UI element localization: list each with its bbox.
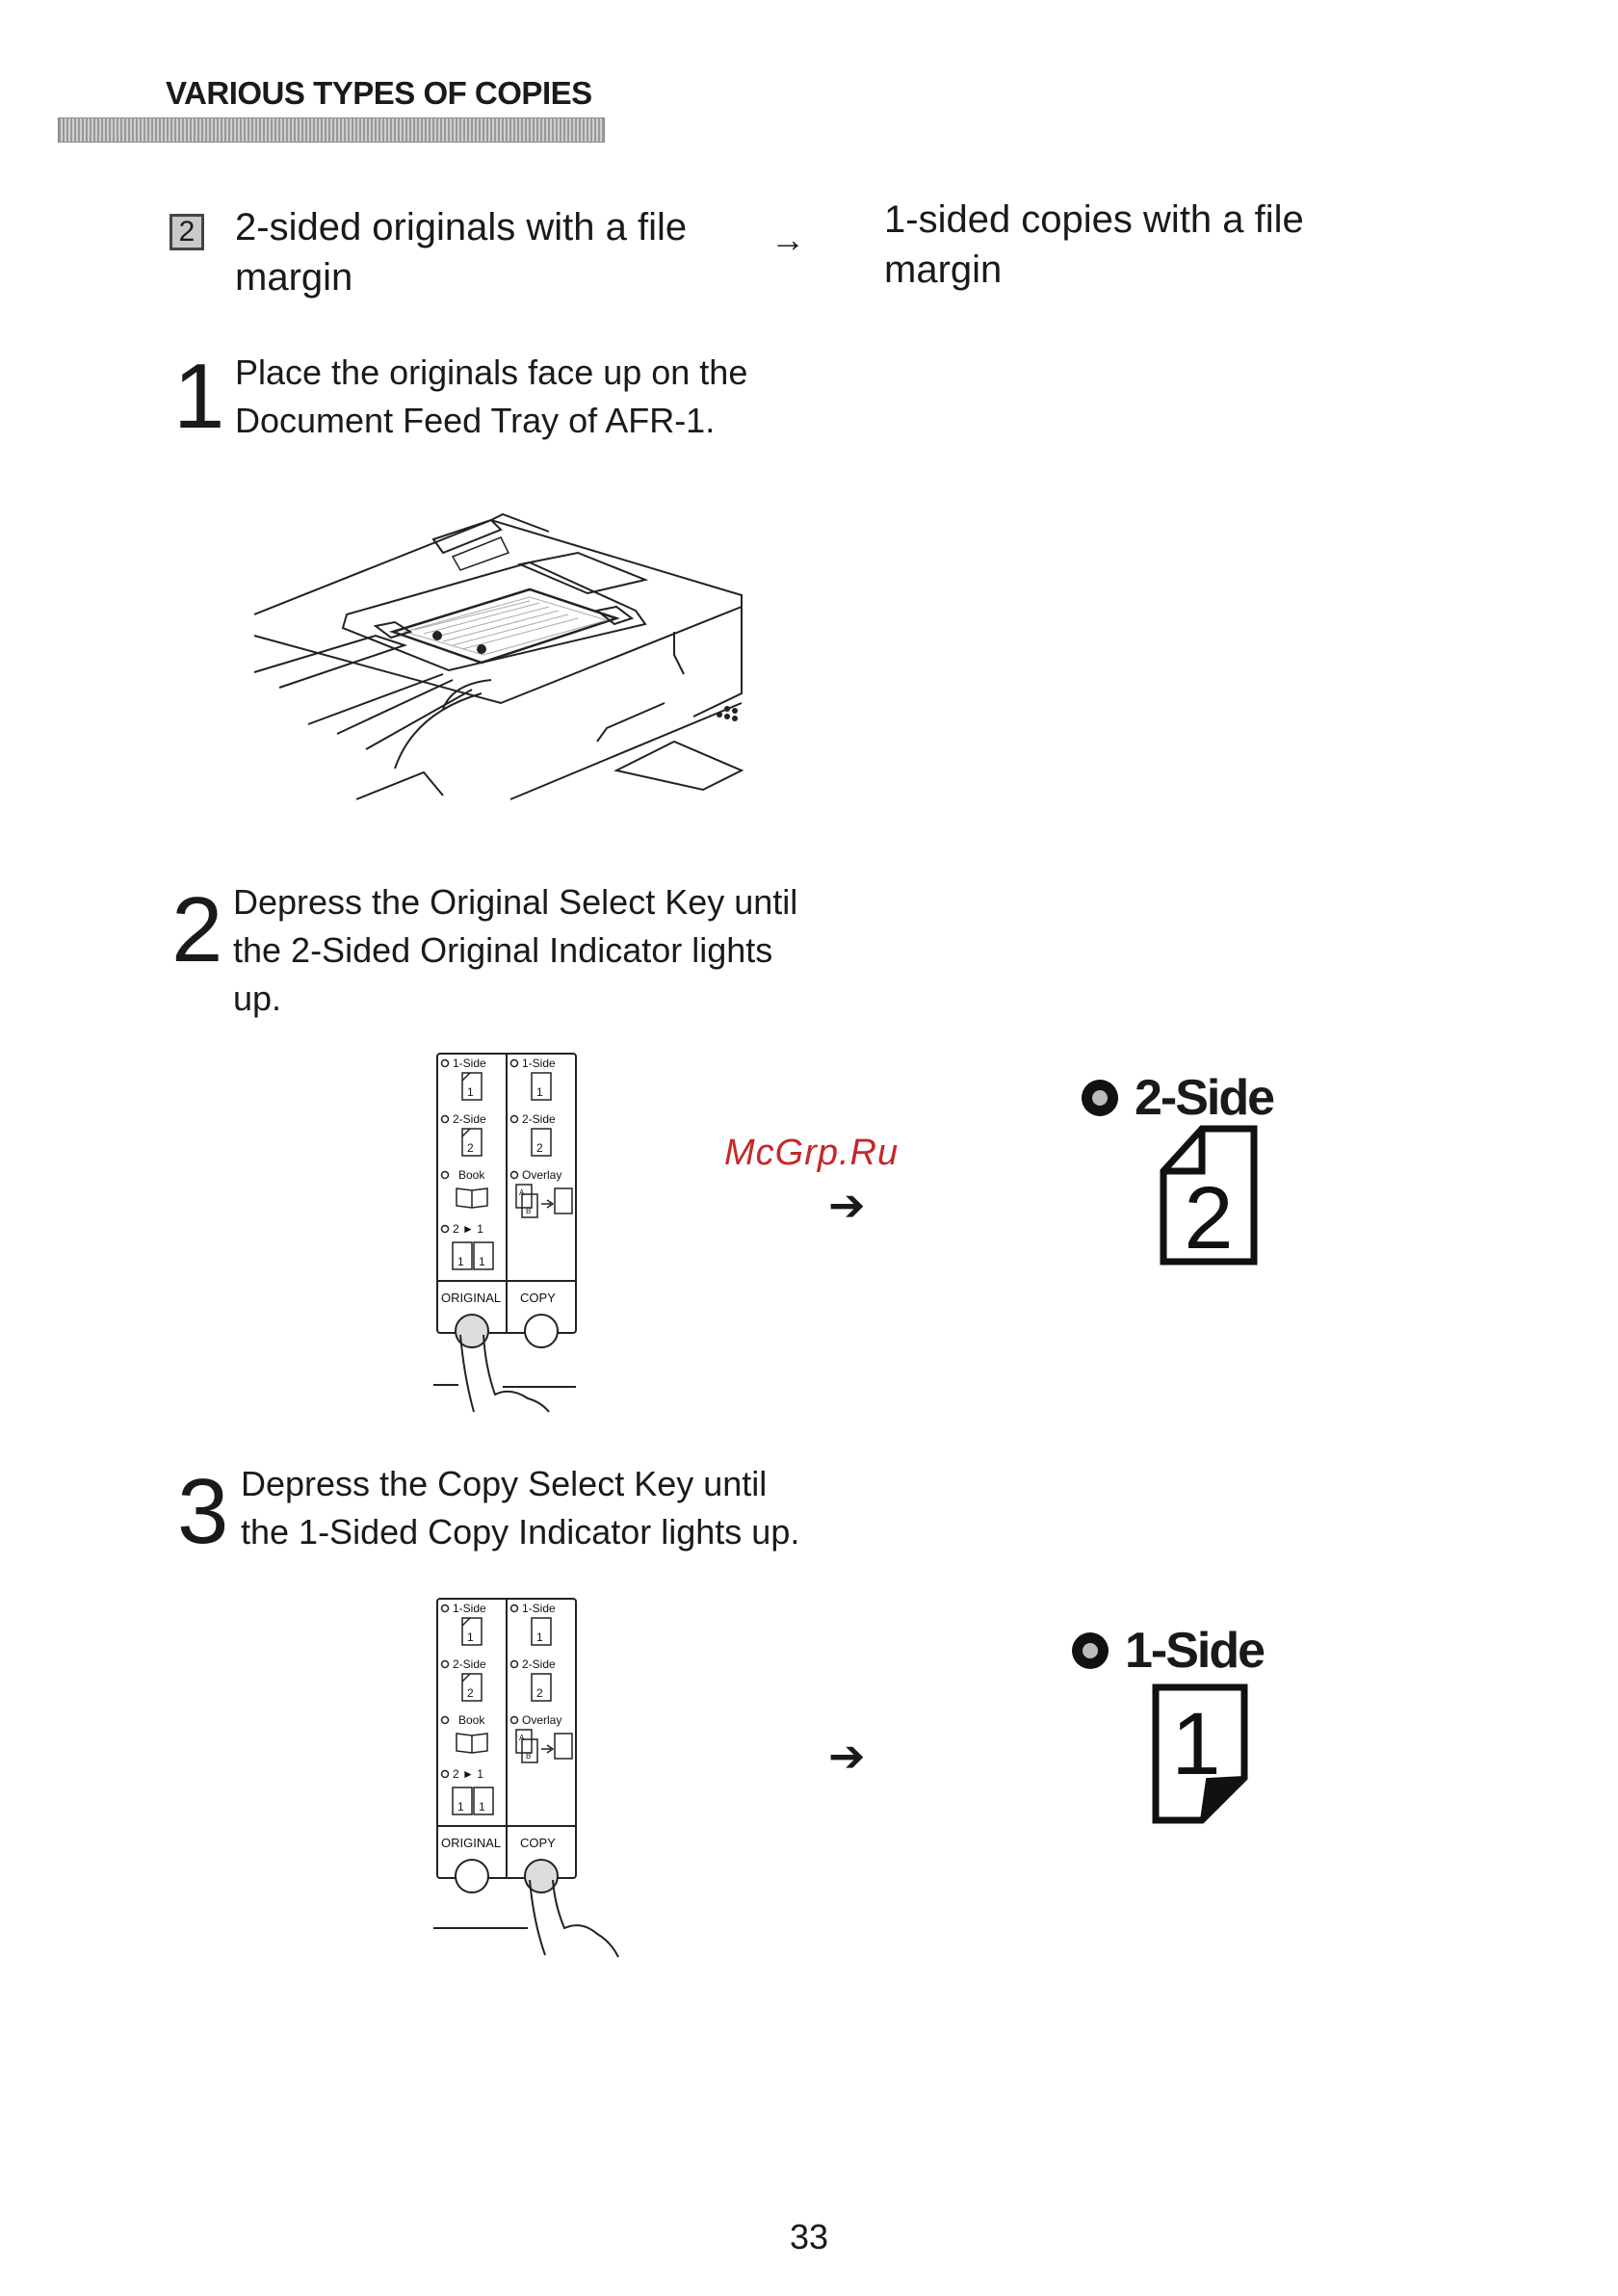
indicator-label: 1-Side	[1125, 1623, 1266, 1679]
step-3-line-2: the 1-Sided Copy Indicator lights up.	[241, 1512, 800, 1552]
indicator-label: 2-Side	[453, 1112, 486, 1126]
svg-text:2: 2	[536, 1141, 543, 1155]
indicator-label: 2-Side	[522, 1657, 556, 1671]
copy-indicators: 1-Side 1 2-Side 2 Overlay AB COPY	[509, 1057, 573, 1305]
one-side-indicator: 1-Side	[1069, 1622, 1266, 1680]
svg-text:1: 1	[536, 1085, 543, 1099]
finger-pressing-icon	[433, 1334, 576, 1413]
indicator-label: Book	[458, 1713, 485, 1727]
original-select-key[interactable]	[455, 1314, 489, 1348]
step-2-text: Depress the Original Select Key until th…	[233, 878, 907, 1023]
step-2-number: 2	[171, 878, 223, 981]
svg-text:1: 1	[467, 1631, 474, 1644]
finger-pressing-icon	[433, 1879, 619, 1958]
svg-text:1: 1	[457, 1800, 464, 1813]
original-key-label: ORIGINAL	[441, 1836, 501, 1850]
copy-mode-line-2: margin	[884, 248, 1003, 291]
one-side-original-icon: 1	[461, 1617, 483, 1646]
copy-select-key[interactable]	[524, 1314, 559, 1348]
svg-text:1: 1	[536, 1631, 543, 1644]
indicator-label: 2 ► 1	[453, 1767, 483, 1781]
section-title: VARIOUS TYPES OF COPIES	[166, 75, 592, 111]
indicator-label: 2-Side	[453, 1657, 486, 1671]
book-icon	[456, 1187, 488, 1209]
svg-text:1: 1	[467, 1085, 474, 1099]
indicator-lamp-lit-icon	[1082, 1080, 1118, 1116]
two-sided-page-icon: 2	[1160, 1125, 1258, 1267]
indicator-lamp-lit-icon	[1072, 1632, 1109, 1669]
step-3-arrow-icon: ➔	[828, 1731, 866, 1781]
svg-text:B: B	[526, 1207, 531, 1215]
copy-key-label: COPY	[520, 1836, 556, 1850]
svg-text:B: B	[526, 1752, 531, 1761]
watermark: McGrp.Ru	[724, 1133, 900, 1173]
copy-select-key[interactable]	[524, 1859, 559, 1893]
copy-mode-line-1: 1-sided copies with a file	[884, 198, 1304, 241]
overlay-icon: AB	[515, 1184, 573, 1218]
indicator-label: Overlay	[522, 1168, 561, 1182]
indicator-label: 2 ► 1	[453, 1222, 483, 1236]
indicator-label: 1-Side	[522, 1057, 556, 1070]
indicator-label: Book	[458, 1168, 485, 1182]
title-underline-bar	[58, 117, 605, 143]
step-3-line-1: Depress the Copy Select Key until	[241, 1464, 768, 1503]
svg-text:1: 1	[1171, 1695, 1220, 1793]
document-feed-tray-illustration	[253, 512, 744, 800]
svg-text:1: 1	[479, 1255, 485, 1268]
mode-arrow-icon: →	[770, 220, 805, 259]
original-mode-line-1: 2-sided originals with a file	[235, 206, 688, 248]
original-select-key[interactable]	[455, 1859, 489, 1893]
step-1-number: 1	[173, 345, 225, 448]
step-3-number: 3	[177, 1460, 229, 1563]
mode-number-badge: 2	[170, 214, 204, 250]
svg-text:1: 1	[479, 1800, 485, 1813]
svg-text:2: 2	[536, 1686, 543, 1700]
step-2-arrow-icon: ➔	[828, 1180, 866, 1230]
two-side-original-icon: 2	[461, 1673, 483, 1702]
one-side-copy-icon: 1	[531, 1072, 552, 1101]
original-key-label: ORIGINAL	[441, 1291, 501, 1305]
two-side-copy-icon: 2	[531, 1673, 552, 1702]
step-1-line-1: Place the originals face up on the	[235, 352, 748, 392]
svg-text:A: A	[519, 1734, 525, 1742]
page-number: 33	[789, 2217, 829, 2257]
step-2-line-1: Depress the Original Select Key until	[233, 882, 798, 922]
two-side-copy-icon: 2	[531, 1128, 552, 1157]
one-side-original-icon: 1	[461, 1072, 483, 1101]
step-1-line-2: Document Feed Tray of AFR-1.	[235, 401, 716, 440]
book-icon	[456, 1733, 488, 1754]
step-1-text: Place the originals face up on the Docum…	[235, 349, 909, 445]
svg-text:2: 2	[467, 1686, 474, 1700]
indicator-label: 1-Side	[522, 1602, 556, 1615]
copy-key-label: COPY	[520, 1291, 556, 1305]
copy-mode-text: 1-sided copies with a file margin	[884, 195, 1462, 295]
indicator-label: Overlay	[522, 1713, 561, 1727]
svg-text:2: 2	[1184, 1169, 1233, 1267]
step-3-text: Depress the Copy Select Key until the 1-…	[241, 1460, 934, 1556]
copy-indicators: 1-Side 1 2-Side 2 Overlay AB COPY	[509, 1602, 573, 1850]
svg-text:1: 1	[457, 1255, 464, 1268]
two-side-original-icon: 2	[461, 1128, 483, 1157]
indicator-label: 1-Side	[453, 1602, 486, 1615]
step-2-line-2: the 2-Sided Original Indicator lights	[233, 930, 773, 970]
overlay-icon: AB	[515, 1729, 573, 1763]
two-side-indicator: 2-Side	[1079, 1069, 1275, 1127]
svg-text:2: 2	[467, 1141, 474, 1155]
original-mode-text: 2-sided originals with a file margin	[235, 202, 774, 302]
indicator-label: 2-Side	[522, 1112, 556, 1126]
one-sided-page-icon: 1	[1152, 1683, 1248, 1824]
original-mode-line-2: margin	[235, 256, 353, 299]
indicator-label: 2-Side	[1135, 1070, 1275, 1126]
indicator-label: 1-Side	[453, 1057, 486, 1070]
svg-text:A: A	[519, 1188, 525, 1197]
step-2-line-3: up.	[233, 978, 282, 1018]
one-side-copy-icon: 1	[531, 1617, 552, 1646]
